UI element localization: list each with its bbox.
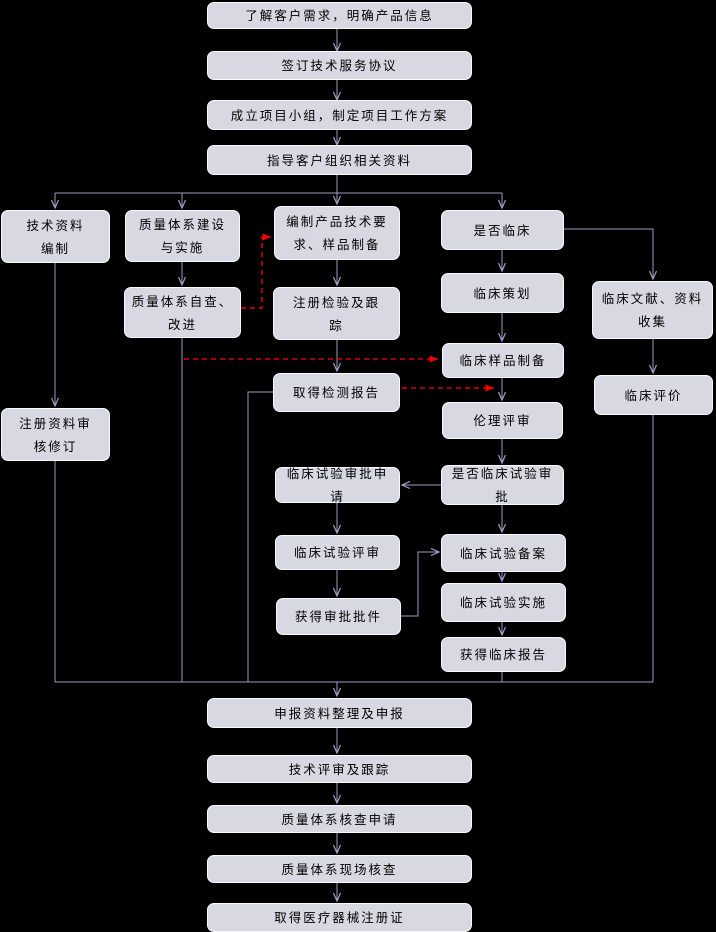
node-technical-documentation: 技术资料 编制 <box>1 210 110 263</box>
node-technical-review-tracking: 技术评审及跟踪 <box>207 755 472 783</box>
node-clinical-or-not: 是否临床 <box>441 210 564 250</box>
node-guide-customer-organize-materials: 指导客户组织相关资料 <box>207 145 472 175</box>
node-quality-system-onsite-audit: 质量体系现场核查 <box>207 855 472 883</box>
node-sign-technical-service-agreement: 签订技术服务协议 <box>207 51 472 80</box>
node-quality-system-construction: 质量体系建设 与实施 <box>125 210 240 262</box>
node-quality-system-self-inspection: 质量体系自查、 改进 <box>124 287 241 338</box>
flow-connectors <box>55 29 653 901</box>
node-understand-customer-needs: 了解客户需求，明确产品信息 <box>207 2 472 29</box>
node-registration-materials-review-revision: 注册资料审 核修订 <box>1 408 110 461</box>
node-registration-inspection-tracking: 注册检验及跟 踪 <box>273 287 400 340</box>
node-clinical-trial-approval-application: 临床试验审批申请 <box>275 466 400 504</box>
node-obtain-clinical-report: 获得临床报告 <box>441 637 566 672</box>
node-clinical-trial-implementation: 临床试验实施 <box>441 583 566 622</box>
node-obtain-test-report: 取得检测报告 <box>273 373 400 412</box>
node-clinical-trial-approval-or-not: 是否临床试验审批 <box>441 465 564 505</box>
node-establish-project-team-work-plan: 成立项目小组，制定项目工作方案 <box>207 100 472 130</box>
node-clinical-trial-review: 临床试验评审 <box>275 535 400 570</box>
node-clinical-literature-collection: 临床文献、资料 收集 <box>592 281 713 339</box>
node-clinical-trial-filing: 临床试验备案 <box>441 534 566 572</box>
node-submission-materials-organize-declare: 申报资料整理及申报 <box>207 698 472 728</box>
node-product-technical-requirements-sample-prep: 编制产品技术要 求、样品制备 <box>274 206 400 260</box>
node-quality-system-audit-application: 质量体系核查申请 <box>207 805 472 833</box>
node-obtain-medical-device-registration-certificate: 取得医疗器械注册证 <box>207 903 472 932</box>
node-clinical-sample-preparation: 临床样品制备 <box>442 343 564 378</box>
node-clinical-planning: 临床策划 <box>441 273 564 313</box>
node-ethics-review: 伦理评审 <box>442 402 563 439</box>
node-clinical-evaluation: 临床评价 <box>594 375 713 415</box>
feedback-connectors-red <box>184 233 494 392</box>
node-obtain-approval-document: 获得审批批件 <box>276 598 401 635</box>
